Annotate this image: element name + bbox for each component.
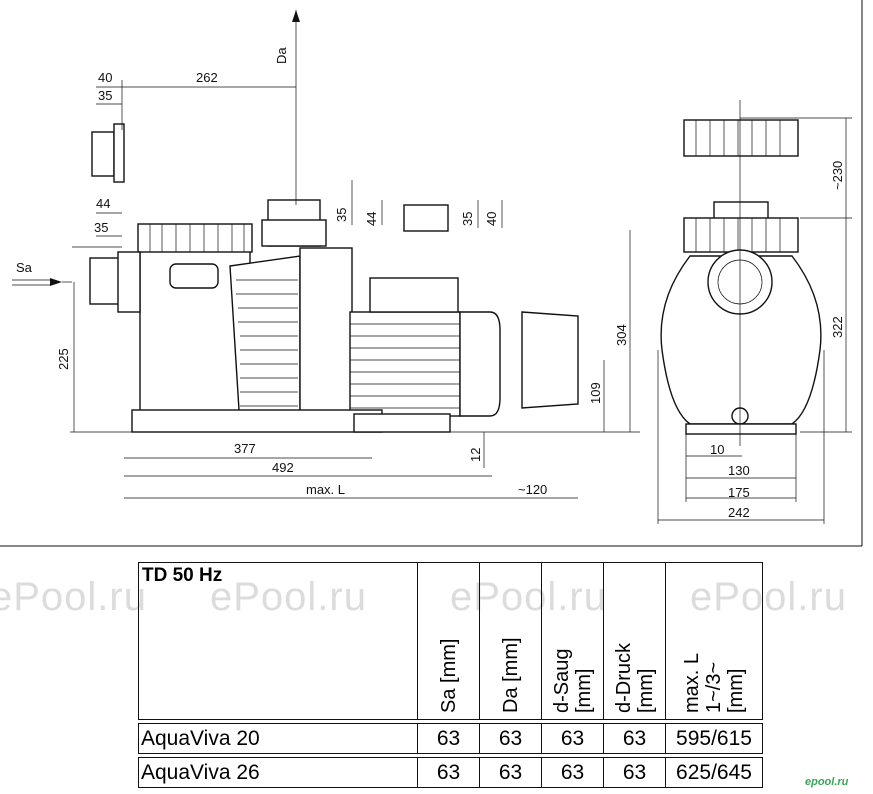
header-da: Da [mm] [479,562,542,720]
pump-volute [229,255,301,427]
table-title: TD 50 Hz [138,562,418,720]
dim-130: 130 [728,463,750,478]
row-1-max-l: 595/615 [665,723,763,754]
inlet-union-detached [91,131,115,177]
table-row: AquaViva 20 63 63 63 63 595/615 [138,723,763,754]
header-d-saug: d-Saug[mm] [541,562,604,720]
spec-table: TD 50 Hz Sa [mm] Da [mm] d-Saug[mm] d-Dr… [138,562,763,788]
inlet-arrow-icon [50,278,62,286]
dim-109: 109 [588,382,603,404]
dim-377: 377 [234,441,256,456]
dim-322: 322 [830,316,845,338]
row-2-max-l: 625/645 [665,757,763,788]
dim-35-cap: 35 [460,212,475,226]
dim-44-flange: 44 [364,212,379,226]
side-lid-detached [683,119,799,157]
fan-hood-removed [521,311,579,409]
watermark-1: ePool.ru [0,575,147,619]
header-d-druck: d-Druck[mm] [603,562,666,720]
epool-logo: epool.ru [805,776,849,788]
dim-12: 12 [468,448,483,462]
dim-35-top: 35 [98,88,112,103]
pump-base [131,409,383,433]
inlet-union [89,257,121,305]
dim-35-left: 35 [94,220,108,235]
inlet-nut [117,251,141,313]
header-sa-label: Sa [mm] [437,638,460,713]
row-1-name: AquaViva 20 [138,723,418,754]
dim-230: ~230 [830,161,845,190]
spare-cap [403,204,449,232]
pump-dimension-drawing: 40 35 262 44 35 Sa Da 35 44 35 40 225 30… [0,0,863,547]
dim-262: 262 [196,70,218,85]
header-d-druck-label: d-Druck[mm] [612,642,657,713]
dim-242: 242 [728,505,750,520]
side-base [685,423,797,435]
strainer-window [169,263,219,289]
header-da-label: Da [mm] [499,637,522,713]
dimension-lines-side [657,100,852,524]
dim-40-cap: 40 [484,212,499,226]
motor-adapter [299,247,353,431]
pump-side-view [660,119,822,435]
side-lid [683,217,799,253]
header-sa: Sa [mm] [417,562,480,720]
label-da: Da [274,47,289,64]
table-row: AquaViva 26 63 63 63 63 625/645 [138,757,763,788]
motor-body [349,311,461,417]
dim-10: 10 [710,442,724,457]
dim-225: 225 [56,348,71,370]
dim-492: 492 [272,460,294,475]
dim-304: 304 [614,324,629,346]
row-2-da: 63 [479,757,542,788]
row-2-d-saug: 63 [541,757,604,788]
outlet-arrow-icon [292,10,300,22]
label-sa: Sa [16,260,33,275]
strainer-lid [137,223,253,253]
dim-120: ~120 [518,482,547,497]
motor-fan-cover [459,311,501,417]
row-1-d-druck: 63 [603,723,666,754]
row-2-name: AquaViva 26 [138,757,418,788]
row-2-d-druck: 63 [603,757,666,788]
row-1-sa: 63 [417,723,480,754]
dimension-lines-front [62,10,631,499]
row-1-da: 63 [479,723,542,754]
pump-front-view [70,123,640,433]
dim-35-flange: 35 [334,208,349,222]
dim-40: 40 [98,70,112,85]
terminal-box [369,277,459,313]
table-header-row: TD 50 Hz Sa [mm] Da [mm] d-Saug[mm] d-Dr… [138,562,763,720]
dim-44-left: 44 [96,196,110,211]
row-2-sa: 63 [417,757,480,788]
row-1-d-saug: 63 [541,723,604,754]
dim-175: 175 [728,485,750,500]
dim-max-l: max. L [306,482,345,497]
header-d-saug-label: d-Saug[mm] [550,648,595,714]
